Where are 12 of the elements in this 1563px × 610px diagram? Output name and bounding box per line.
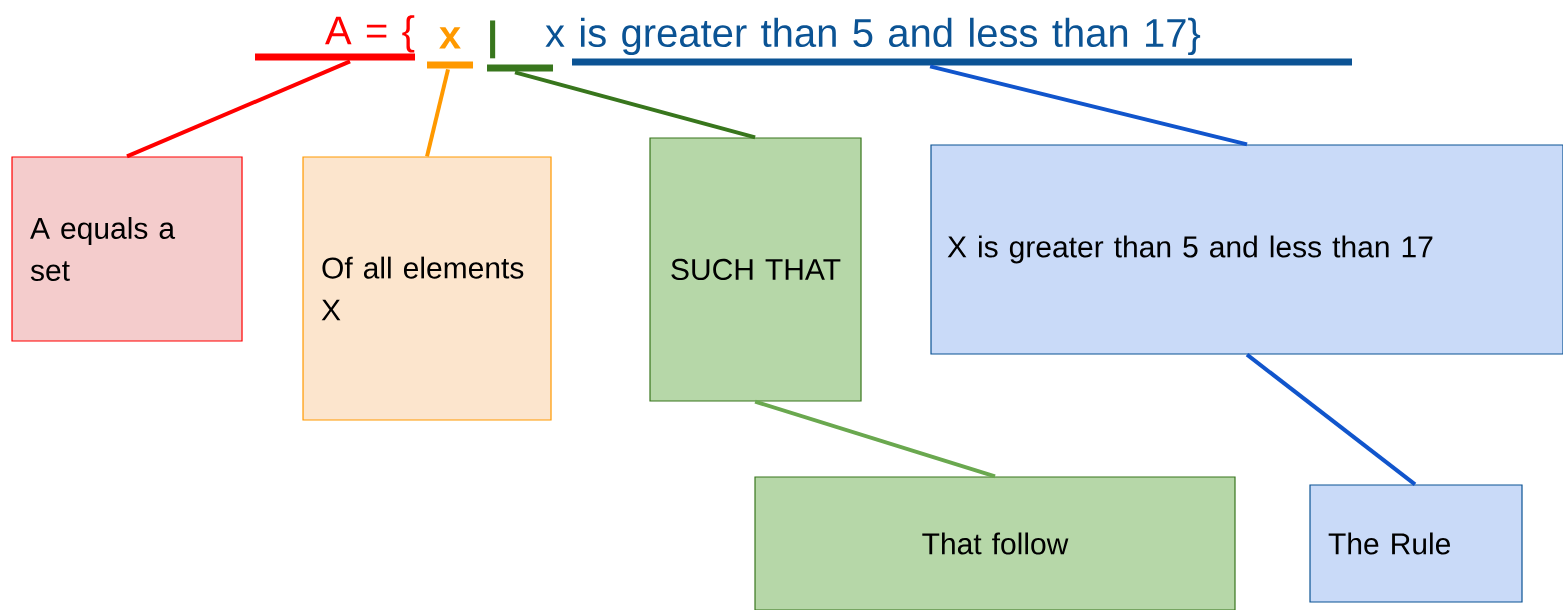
leader-line	[126, 59, 351, 159]
leader-line	[1245, 353, 1417, 486]
text-box: A equals a set	[11, 156, 243, 342]
text-box: The Rule	[1309, 484, 1523, 603]
text-box: Of all elements X	[302, 156, 552, 421]
leader-line	[425, 68, 450, 157]
text-box: That follow	[754, 476, 1236, 610]
leader-line	[929, 64, 1248, 147]
leader-line	[754, 399, 996, 479]
text-box: SUCH THAT	[649, 137, 862, 402]
leader-line	[514, 70, 756, 140]
text-box: X is greater than 5 and less than 17	[930, 144, 1563, 355]
